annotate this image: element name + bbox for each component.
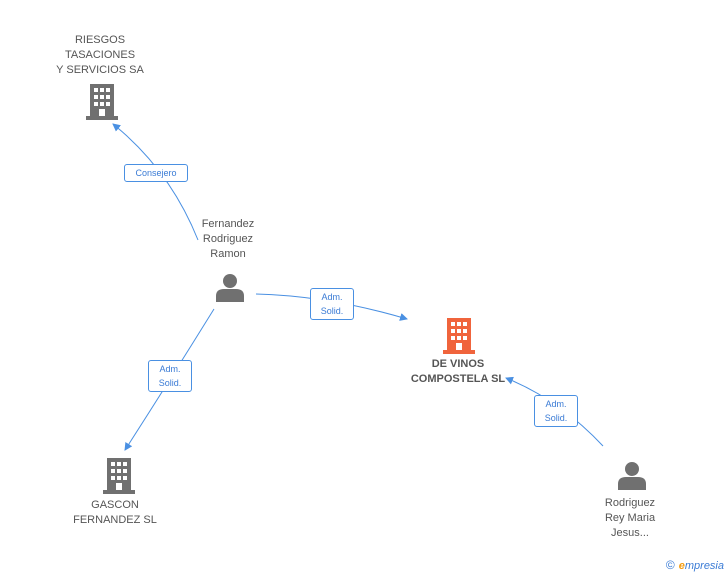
person-icon[interactable] — [617, 460, 647, 490]
brand-name: mpresia — [684, 560, 724, 572]
building-main-icon[interactable] — [443, 318, 475, 354]
copyright-icon: © — [665, 558, 675, 572]
node-label-fernandez[interactable]: Fernandez Rodriguez Ramon — [201, 218, 255, 260]
building-icon[interactable] — [103, 458, 135, 494]
edge-label-adm-rodriguez[interactable]: Adm. Solid. — [534, 395, 578, 427]
edge-label-adm-devinos[interactable]: Adm. Solid. — [310, 288, 354, 320]
node-label-rodriguez[interactable]: Rodriguez Rey Maria Jesus... — [604, 497, 656, 539]
node-label-gascon[interactable]: GASCON FERNANDEZ SL — [73, 499, 157, 526]
node-label-riesgos[interactable]: RIESGOS TASACIONES Y SERVICIOS SA — [56, 34, 144, 76]
node-label-devinos[interactable]: DE VINOS COMPOSTELA SL — [410, 358, 506, 385]
edge-label-consejero[interactable]: Consejero — [124, 164, 188, 182]
person-icon[interactable] — [215, 272, 245, 302]
brand-e: e — [678, 560, 685, 572]
building-icon[interactable] — [86, 84, 118, 120]
empresia-footer: ©empresia — [666, 558, 724, 572]
edge-label-adm-gascon[interactable]: Adm. Solid. — [148, 360, 192, 392]
